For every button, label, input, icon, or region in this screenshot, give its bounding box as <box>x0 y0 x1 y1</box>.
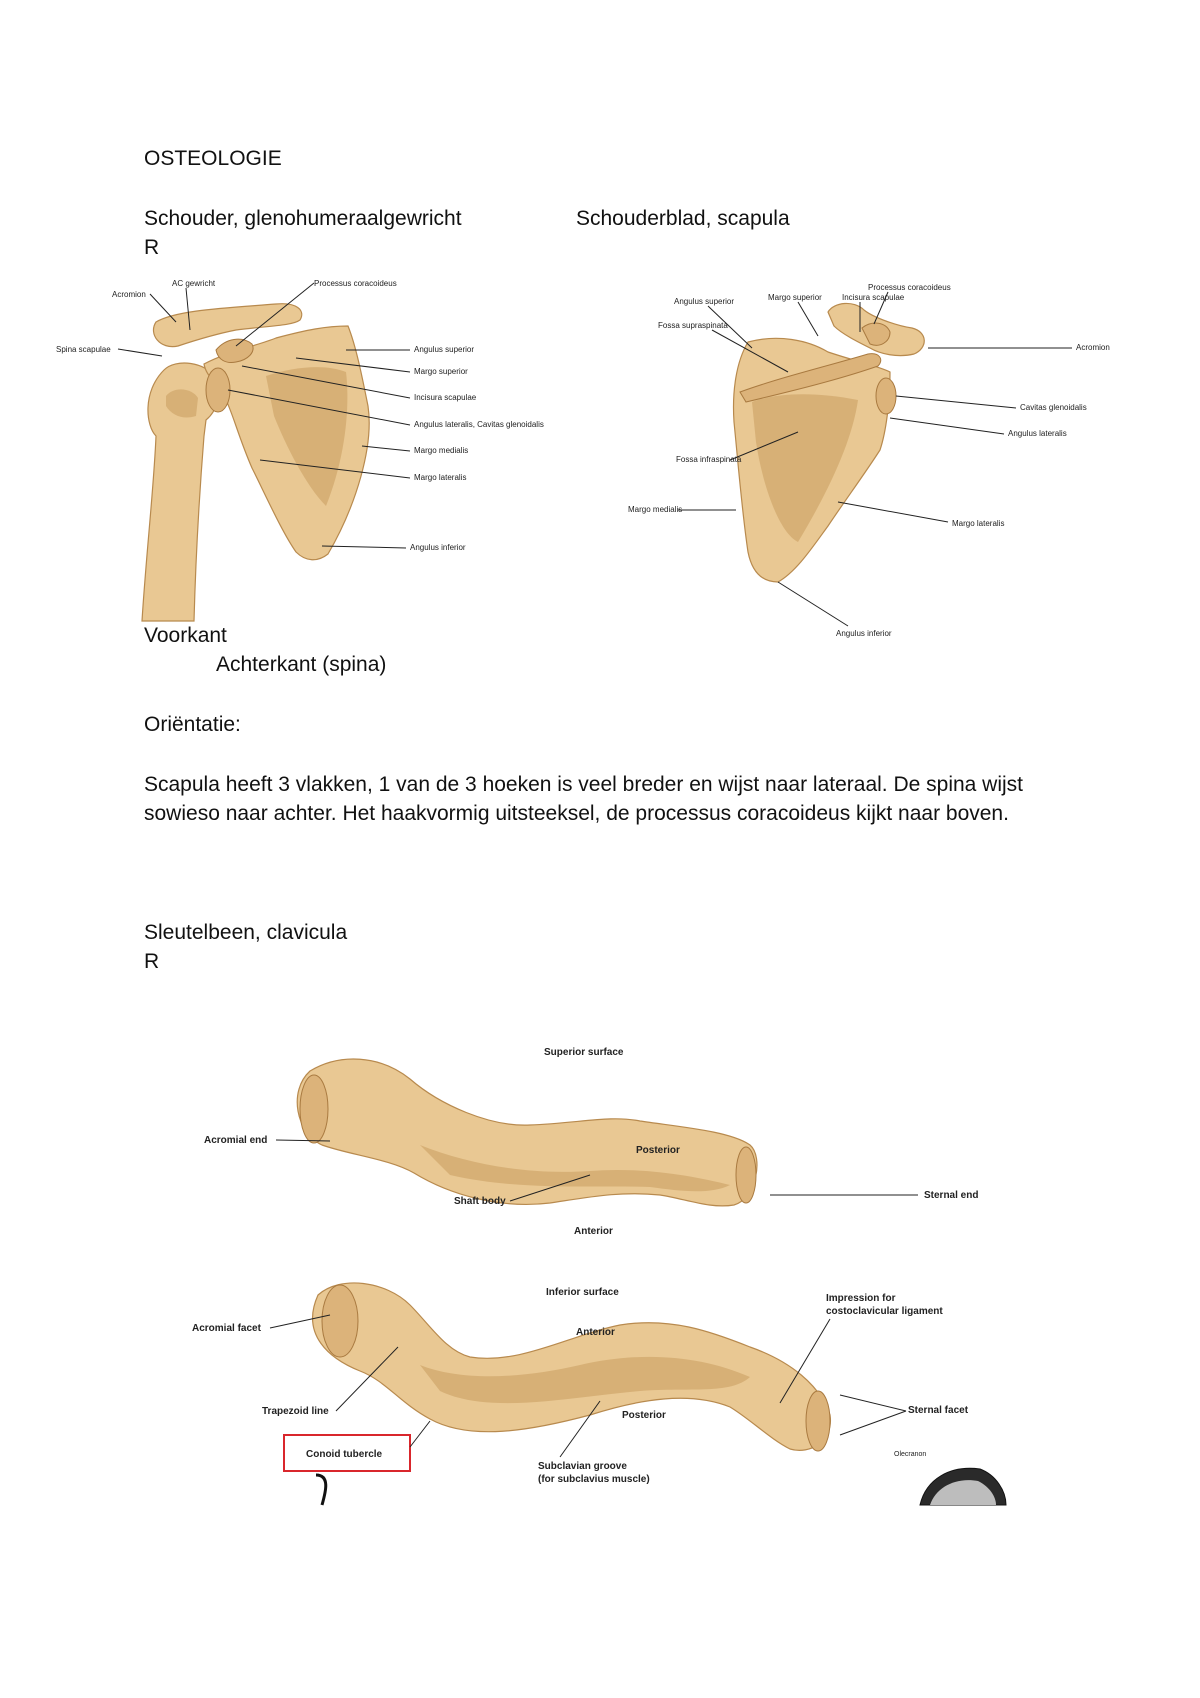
label-angulus-inferior-right: Angulus inferior <box>836 629 892 638</box>
label-acromial-facet: Acromial facet <box>192 1323 262 1334</box>
clavicle-inferior-bone <box>312 1282 831 1451</box>
label-acromial-end: Acromial end <box>204 1135 267 1146</box>
label-processus-coracoideus-left: Processus coracoideus <box>314 279 397 288</box>
label-superior-surface: Superior surface <box>544 1047 624 1058</box>
conoid-tubercle-highlight <box>283 1434 411 1472</box>
label-cavitas-glenoidalis: Cavitas glenoidalis <box>1020 403 1087 412</box>
label-angulus-lateralis-right: Angulus lateralis <box>1008 429 1067 438</box>
orientation-paragraph: Scapula heeft 3 vlakken, 1 van de 3 hoek… <box>144 773 1024 825</box>
label-spina-scapulae: Spina scapulae <box>56 345 111 354</box>
label-posterior-inferior: Posterior <box>622 1410 666 1421</box>
label-margo-lateralis-right: Margo lateralis <box>952 519 1004 528</box>
label-incisura-scapulae-left: Incisura scapulae <box>414 393 477 402</box>
label-acromion-right: Acromion <box>1076 343 1110 352</box>
caption-front: Voorkant <box>144 624 227 647</box>
label-impression-line2: costoclavicular ligament <box>826 1306 943 1317</box>
label-angulus-superior-left: Angulus superior <box>414 345 474 354</box>
label-sternal-facet: Sternal facet <box>908 1405 969 1416</box>
label-angulus-superior-right: Angulus superior <box>674 297 734 306</box>
scapula-posterior-illustration: Processus coracoideus Angulus superior M… <box>628 283 1110 638</box>
label-processus-coracoideus-right: Processus coracoideus <box>868 283 951 292</box>
caption-back: Achterkant (spina) <box>216 653 387 676</box>
label-olecranon: Olecranon <box>894 1451 926 1458</box>
clavicle-side-label: R <box>144 950 160 973</box>
label-inferior-surface: Inferior surface <box>546 1287 619 1298</box>
label-subclavian-groove-2: (for subclavius muscle) <box>538 1474 650 1485</box>
label-anterior-superior: Anterior <box>574 1226 613 1237</box>
label-anterior-inferior: Anterior <box>576 1327 615 1338</box>
label-fossa-supraspinata: Fossa supraspinata <box>658 321 728 330</box>
label-incisura-scapulae-right: Incisura scapulae <box>842 293 905 302</box>
label-ac-joint: AC gewricht <box>172 279 216 288</box>
shoulder-title: Schouder, glenohumeraalgewricht <box>144 207 462 230</box>
clavicle-bone <box>152 303 303 348</box>
label-margo-medialis-right: Margo medialis <box>628 505 682 514</box>
shoulder-side-label: R <box>144 236 160 259</box>
scapula-title: Schouderblad, scapula <box>576 207 790 230</box>
label-margo-lateralis-left: Margo lateralis <box>414 473 466 482</box>
shoulder-anterior-illustration: Acromion AC gewricht Processus coracoide… <box>56 279 544 622</box>
page-heading: OSTEOLOGIE <box>144 147 282 170</box>
label-margo-superior-left: Margo superior <box>414 367 468 376</box>
label-trapezoid-line: Trapezoid line <box>262 1406 329 1417</box>
label-angulus-inferior-left: Angulus inferior <box>410 543 466 552</box>
label-shaft-body: Shaft body <box>454 1196 506 1207</box>
label-fossa-infraspinata: Fossa infraspinata <box>676 455 742 464</box>
label-posterior-superior: Posterior <box>636 1145 680 1156</box>
label-impression-line1: Impression for <box>826 1293 896 1304</box>
clavicle-superior-bone <box>296 1058 758 1207</box>
label-margo-superior-right: Margo superior <box>768 293 822 302</box>
label-margo-medialis-left: Margo medialis <box>414 446 468 455</box>
orientation-title: Oriëntatie: <box>144 713 241 736</box>
clavicle-illustration: Superior surface Acromial end Posterior … <box>192 1047 1007 1506</box>
label-acromion: Acromion <box>112 290 146 299</box>
label-conoid-tubercle: Conoid tubercle <box>306 1449 383 1460</box>
label-subclavian-groove-1: Subclavian groove <box>538 1461 627 1472</box>
label-sternal-end: Sternal end <box>924 1190 978 1201</box>
clavicle-title: Sleutelbeen, clavicula <box>144 921 348 944</box>
label-angulus-lateralis-left: Angulus lateralis, Cavitas glenoidalis <box>414 420 544 429</box>
